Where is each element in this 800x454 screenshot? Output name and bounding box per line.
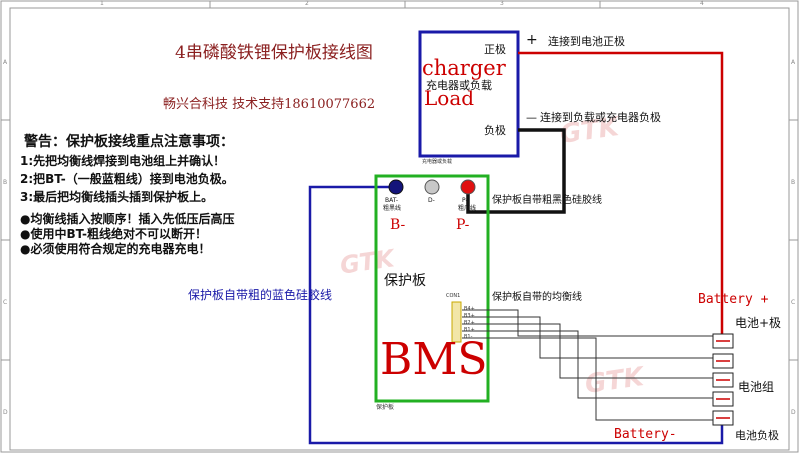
ruler-left-c: C: [3, 299, 8, 306]
to-battery-positive-note: 连接到电池正极: [548, 35, 625, 48]
ruler-top-4: 4: [700, 0, 704, 7]
bms-board-label: 保护板: [384, 273, 426, 289]
bms-big-label: BMS: [380, 334, 488, 385]
pad-bat-minus: [388, 179, 404, 195]
balance-wire-note: 保护板自带的均衡线: [492, 292, 582, 303]
warning-item: ●必须使用符合规定的充电器充电！: [20, 242, 211, 256]
minus-sign: —: [526, 111, 537, 124]
blue-wire-note: 保护板自带粗的蓝色硅胶线: [188, 288, 333, 302]
ruler-top-2: 2: [305, 0, 309, 7]
ruler-right-b: B: [791, 179, 796, 186]
to-load-negative-note: 连接到负载或充电器负极: [540, 111, 661, 124]
battery-pack-label: 电池组: [738, 380, 775, 394]
pad-p-minus: [460, 179, 476, 195]
charger-negative-terminal: 负极: [484, 124, 506, 137]
warning-item: 1:先把均衡线焊接到电池组上并确认！: [20, 154, 226, 168]
connector-pin: B3+: [464, 313, 475, 319]
battery-negative-note: 电池负极: [735, 429, 779, 442]
battery-positive-note: 电池+极: [735, 316, 782, 330]
charger-box: [418, 30, 520, 158]
p-minus-label: P-: [456, 217, 470, 233]
warning-item: ●使用中BT-粗线绝对不可以断开！: [20, 227, 208, 241]
connector-pin: B1-: [464, 334, 473, 340]
pad-d-minus-label: D-: [428, 197, 435, 204]
warning-item: 2:把BT-（一般蓝粗线）接到电池负极。: [20, 172, 234, 186]
company-support: 畅兴合科技 技术支持18610077662: [163, 97, 376, 112]
pad-p-minus-label: P-: [462, 197, 468, 204]
charger-label-cn: 充电器或负载: [426, 79, 492, 92]
ruler-top-3: 3: [500, 0, 504, 7]
load-label-en: Load: [424, 86, 475, 110]
balance-wire-b2: [462, 323, 722, 379]
pad-d-minus: [424, 179, 440, 195]
balance-wire-b4: [462, 309, 722, 337]
diagram-title: 4串磷酸铁锂保护板接线图: [175, 43, 373, 63]
warning-item: 3:最后把均衡线插头插到保护板上。: [20, 190, 214, 204]
balance-connector: [451, 301, 462, 343]
connector-pin: B1+: [464, 327, 475, 333]
pad-bat-minus-sub: 粗黑线: [383, 205, 402, 212]
connector-pin: B4+: [464, 306, 475, 312]
b-minus-label: B-: [390, 217, 406, 233]
blue-bat-minus-wire: [308, 185, 724, 445]
connector-title: CON1: [446, 293, 461, 299]
charger-label-en: charger: [422, 56, 506, 80]
pad-p-minus-sub: 粗广线: [458, 205, 477, 212]
ruler-left-b: B: [3, 179, 8, 186]
warning-heading: 警告：保护板接线重点注意事项：: [24, 134, 234, 150]
charger-positive-terminal: 正极: [484, 43, 506, 56]
plus-sign: +: [526, 32, 538, 48]
bms-caption: 保护板: [376, 404, 395, 411]
pad-bat-minus-label: BAT-: [385, 197, 399, 204]
ruler-right-d: D: [791, 409, 796, 416]
ruler-right-c: C: [791, 299, 796, 306]
ruler-left-a: A: [3, 59, 8, 66]
balance-wire-b1minus: [462, 337, 722, 421]
black-wire-note: 保护板自带粗黑色硅胶线: [492, 195, 602, 206]
balance-wire-b1: [462, 330, 722, 399]
connector-pin: B2+: [464, 320, 475, 326]
battery-plus-label: Battery +: [698, 292, 769, 307]
ruler-top-1: 1: [100, 0, 104, 7]
battery-minus-label: Battery-: [614, 427, 677, 442]
ruler-right-a: A: [791, 59, 796, 66]
bms-board: [374, 174, 490, 403]
ruler-left-d: D: [3, 409, 8, 416]
red-positive-wire: [518, 51, 724, 336]
charger-caption: 充电器或负载: [422, 159, 453, 165]
warning-item: ●均衡线插入按顺序！插入先低压后高压: [20, 212, 235, 226]
black-negative-wire: [466, 128, 566, 214]
